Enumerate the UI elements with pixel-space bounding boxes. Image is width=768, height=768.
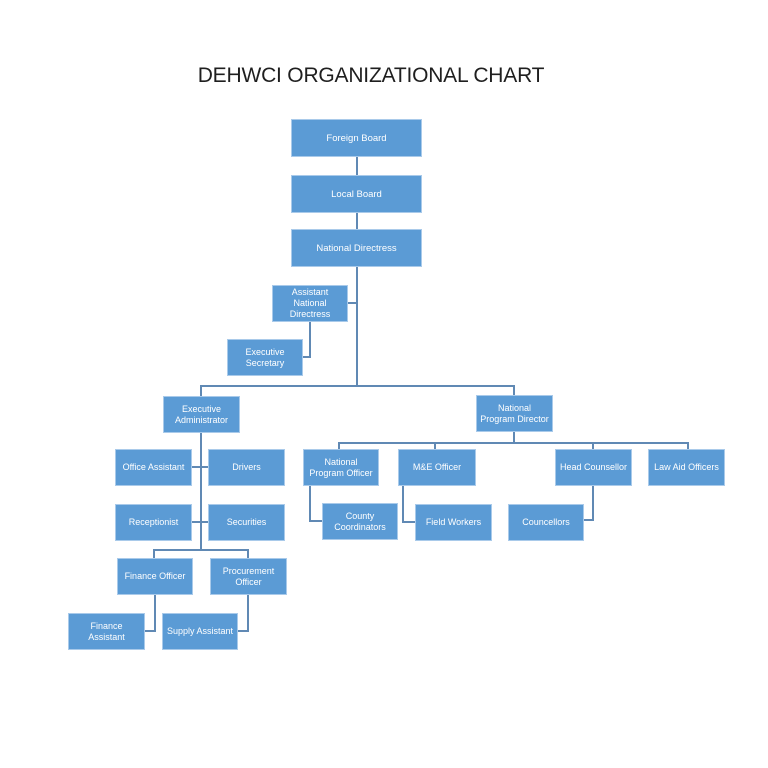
node-receptionist: Receptionist	[115, 504, 192, 541]
node-national-directress: National Directress	[291, 229, 422, 267]
connector-line	[584, 519, 594, 521]
connector-line	[153, 549, 249, 551]
connector-line	[338, 442, 689, 444]
connector-line	[153, 549, 155, 558]
connector-line	[513, 385, 515, 395]
connector-line	[434, 442, 436, 449]
node-office-assistant: Office Assistant	[115, 449, 192, 486]
node-executive-administrator: Executive Administrator	[163, 396, 240, 433]
node-finance-assistant: Finance Assistant	[68, 613, 145, 650]
connector-line	[247, 549, 249, 558]
connector-line	[592, 442, 594, 449]
node-securities: Securities	[208, 504, 285, 541]
node-supply-assistant: Supply Assistant	[162, 613, 238, 650]
node-national-program-officer: National Program Officer	[303, 449, 379, 486]
connector-line	[338, 442, 340, 449]
connector-line	[200, 385, 515, 387]
connector-line	[592, 486, 594, 521]
node-foreign-board: Foreign Board	[291, 119, 422, 157]
connector-line	[687, 442, 689, 449]
connector-line	[200, 385, 202, 396]
node-assistant-national-directress: Assistant National Directress	[272, 285, 348, 322]
node-councellors: Councellors	[508, 504, 584, 541]
connector-line	[348, 302, 358, 304]
node-law-aid-officers: Law Aid Officers	[648, 449, 725, 486]
node-field-workers: Field Workers	[415, 504, 492, 541]
connector-line	[154, 595, 156, 632]
node-local-board: Local Board	[291, 175, 422, 213]
connector-line	[309, 322, 311, 358]
connector-line	[402, 486, 404, 523]
connector-line	[238, 630, 249, 632]
node-finance-officer: Finance Officer	[117, 558, 193, 595]
connector-line	[402, 521, 415, 523]
node-executive-secretary: Executive Secretary	[227, 339, 303, 376]
node-head-counsellor: Head Counsellor	[555, 449, 632, 486]
connector-line	[356, 213, 358, 229]
connector-line	[513, 432, 515, 443]
connector-line	[200, 433, 202, 550]
node-national-program-director: National Program Director	[476, 395, 553, 432]
connector-line	[356, 157, 358, 175]
connector-line	[309, 520, 322, 522]
node-drivers: Drivers	[208, 449, 285, 486]
node-procurement-officer: Procurement Officer	[210, 558, 287, 595]
connector-line	[356, 267, 358, 385]
chart-title: DEHWCI ORGANIZATIONAL CHART	[197, 64, 545, 87]
connector-line	[303, 356, 311, 358]
node-county-coordinators: County Coordinators	[322, 503, 398, 540]
connector-line	[247, 595, 249, 632]
connector-line	[192, 466, 208, 468]
connector-line	[192, 521, 208, 523]
connector-line	[309, 486, 311, 522]
node-me-officer: M&E Officer	[398, 449, 476, 486]
connector-line	[145, 630, 156, 632]
